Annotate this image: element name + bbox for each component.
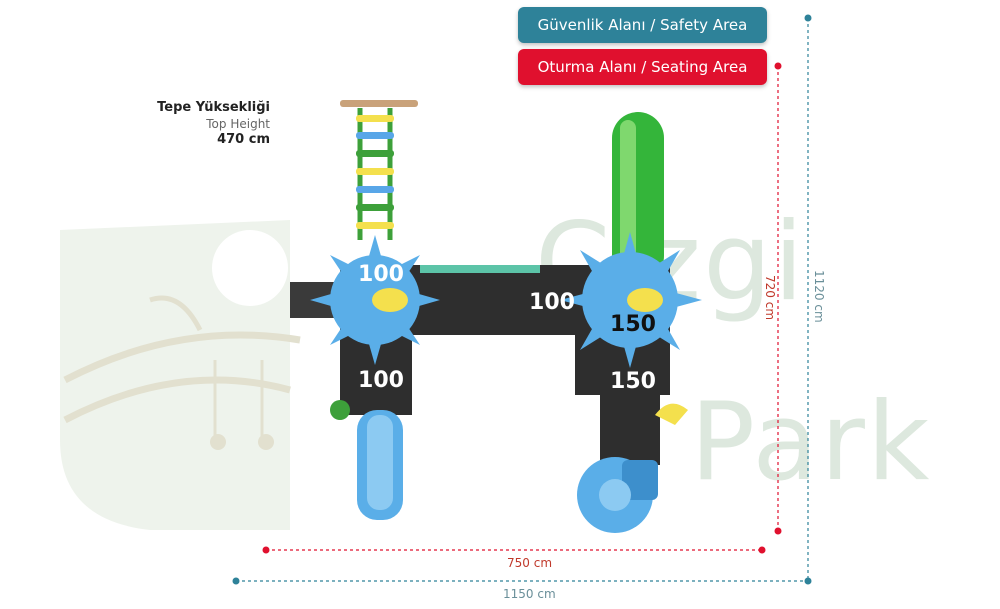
- seating-width-line: [262, 546, 766, 554]
- safety-area-legend: Güvenlik Alanı / Safety Area: [518, 7, 767, 43]
- top-height-info: Tepe Yüksekliği Top Height 470 cm: [120, 100, 270, 148]
- climbing-ladder: [340, 100, 418, 240]
- safety-width-line: [232, 577, 812, 585]
- seating-length-line: [774, 62, 782, 535]
- watermark-logo-hole: [212, 230, 288, 306]
- deck-height-right-lower: 150: [610, 369, 656, 394]
- blue-spiral-slide: [577, 457, 658, 533]
- deck-height-bottom-left: 100: [358, 368, 404, 393]
- deck-height-top-left: 100: [358, 262, 404, 287]
- seating-area-legend: Oturma Alanı / Seating Area: [518, 49, 767, 85]
- shell-ornament: [655, 403, 688, 425]
- safety-length-label: 1120 cm: [812, 270, 826, 323]
- safety-length-line: [804, 14, 812, 581]
- seating-width-label: 750 cm: [507, 556, 553, 570]
- deck-height-middle: 100: [529, 290, 575, 315]
- safety-width-label: 1150 cm: [503, 587, 556, 601]
- green-tube-slide: [612, 112, 664, 282]
- blue-straight-slide: [357, 410, 403, 520]
- spiky-roof-left: [310, 235, 440, 365]
- spiky-roof-right: [560, 232, 702, 368]
- plant-ornament: [330, 400, 350, 420]
- top-height-subtitle: Top Height: [206, 117, 270, 131]
- top-height-value: 470 cm: [217, 132, 270, 147]
- seating-length-label: 720 cm: [763, 275, 777, 321]
- top-height-title: Tepe Yüksekliği: [157, 100, 270, 115]
- deck-height-right-upper: 150: [610, 312, 656, 337]
- watermark-text-line2: Park: [690, 380, 932, 505]
